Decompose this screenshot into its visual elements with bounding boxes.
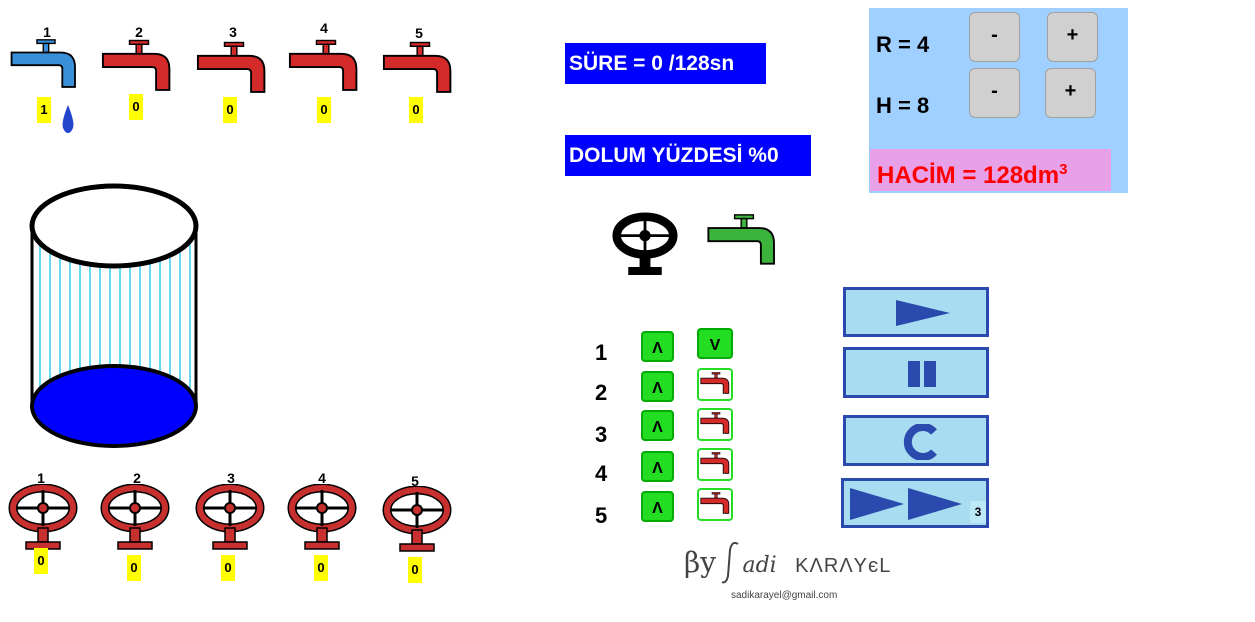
tap-number-5: 5 [415, 25, 423, 41]
valve-wheel-icon[interactable] [100, 484, 170, 554]
radius-label: R = 4 [876, 32, 930, 57]
row-2-tap-button[interactable] [697, 368, 733, 401]
tap-number-3: 3 [229, 24, 237, 40]
row-5-tap-button[interactable] [697, 488, 733, 521]
volume-label: HACİM = 128dm3 [870, 149, 1111, 191]
row-number-3: 3 [595, 422, 608, 447]
green-faucet-icon[interactable] [706, 213, 782, 273]
row-5-up-button[interactable]: Λ [641, 491, 674, 522]
pause-icon [908, 361, 936, 387]
time-label: SÜRE = 0 /128sn [565, 43, 766, 84]
valve-counter-2: 0 [127, 555, 141, 581]
surname-text: KΛRΛYєL [795, 555, 892, 577]
blue-faucet-icon[interactable] [9, 38, 83, 96]
tap-counter-3: 0 [223, 97, 237, 123]
integral-symbol-icon [722, 541, 740, 584]
row-number-1: 1 [595, 340, 608, 365]
red-faucet-icon[interactable] [288, 38, 364, 100]
valve-counter-1: 0 [34, 548, 48, 574]
radius-plus-button[interactable]: + [1047, 12, 1098, 62]
valve-counter-3: 0 [221, 555, 235, 581]
valve-wheel-icon[interactable] [382, 486, 452, 556]
play-icon [896, 300, 950, 326]
red-faucet-icon[interactable] [382, 40, 458, 102]
tap-counter-4: 0 [317, 97, 331, 123]
row-4-tap-button[interactable] [697, 448, 733, 481]
row-2-up-button[interactable]: Λ [641, 371, 674, 402]
valve-number-3: 3 [227, 470, 235, 486]
play-button[interactable] [843, 287, 989, 337]
red-faucet-icon [700, 371, 732, 398]
row-number-4: 4 [595, 461, 608, 486]
red-faucet-icon [700, 451, 732, 478]
row-number-2: 2 [595, 380, 608, 405]
red-faucet-icon[interactable] [196, 40, 272, 102]
author-signature: βy adi KΛRΛYєL [684, 540, 891, 586]
valve-counter-4: 0 [314, 555, 328, 581]
fast-forward-icon [850, 488, 962, 520]
parameter-panel: R = 4 H = 8 - + - + HACİM = 128dm3 [869, 8, 1128, 193]
height-label: H = 8 [876, 93, 930, 118]
valve-number-2: 2 [133, 470, 141, 486]
valve-number-1: 1 [37, 470, 45, 486]
pause-button[interactable] [843, 347, 989, 398]
tap-counter-1: 1 [37, 97, 51, 123]
tap-number-4: 4 [320, 20, 328, 36]
row-1-up-button[interactable]: Λ [641, 331, 674, 362]
fast-forward-button[interactable]: 3 [841, 478, 989, 528]
sadi-text: adi [742, 553, 777, 578]
row-1-down-button[interactable]: V [697, 328, 733, 359]
red-faucet-icon[interactable] [101, 38, 177, 100]
valve-number-5: 5 [411, 473, 419, 489]
by-text: βy [684, 546, 717, 579]
height-minus-button[interactable]: - [969, 68, 1020, 118]
valve-number-4: 4 [318, 470, 326, 486]
valve-wheel-icon[interactable] [287, 484, 357, 554]
volume-exponent: 3 [1059, 161, 1068, 178]
water-drop-icon [62, 105, 74, 133]
cylinder-tank [29, 183, 199, 448]
tap-counter-2: 0 [129, 94, 143, 120]
valve-wheel-icon[interactable] [8, 484, 78, 554]
author-email: sadikarayel@gmail.com [731, 590, 838, 601]
red-faucet-icon [700, 491, 732, 518]
valve-wheel-icon[interactable] [195, 484, 265, 554]
speed-value: 3 [970, 501, 986, 523]
row-number-5: 5 [595, 503, 608, 528]
row-3-up-button[interactable]: Λ [641, 410, 674, 441]
tap-number-2: 2 [135, 24, 143, 40]
black-valve-icon[interactable] [612, 211, 678, 281]
valve-counter-5: 0 [408, 557, 422, 583]
fill-percentage-label: DOLUM YÜZDESİ %0 [565, 135, 811, 176]
red-faucet-icon [700, 411, 732, 438]
row-4-up-button[interactable]: Λ [641, 451, 674, 482]
water-level [30, 364, 198, 448]
reset-button[interactable] [843, 415, 989, 466]
row-3-tap-button[interactable] [697, 408, 733, 441]
reset-icon [903, 424, 937, 460]
radius-minus-button[interactable]: - [969, 12, 1020, 62]
height-plus-button[interactable]: + [1045, 68, 1096, 118]
volume-text: HACİM = 128dm [877, 162, 1060, 189]
tap-number-1: 1 [43, 24, 51, 40]
tap-counter-5: 0 [409, 97, 423, 123]
